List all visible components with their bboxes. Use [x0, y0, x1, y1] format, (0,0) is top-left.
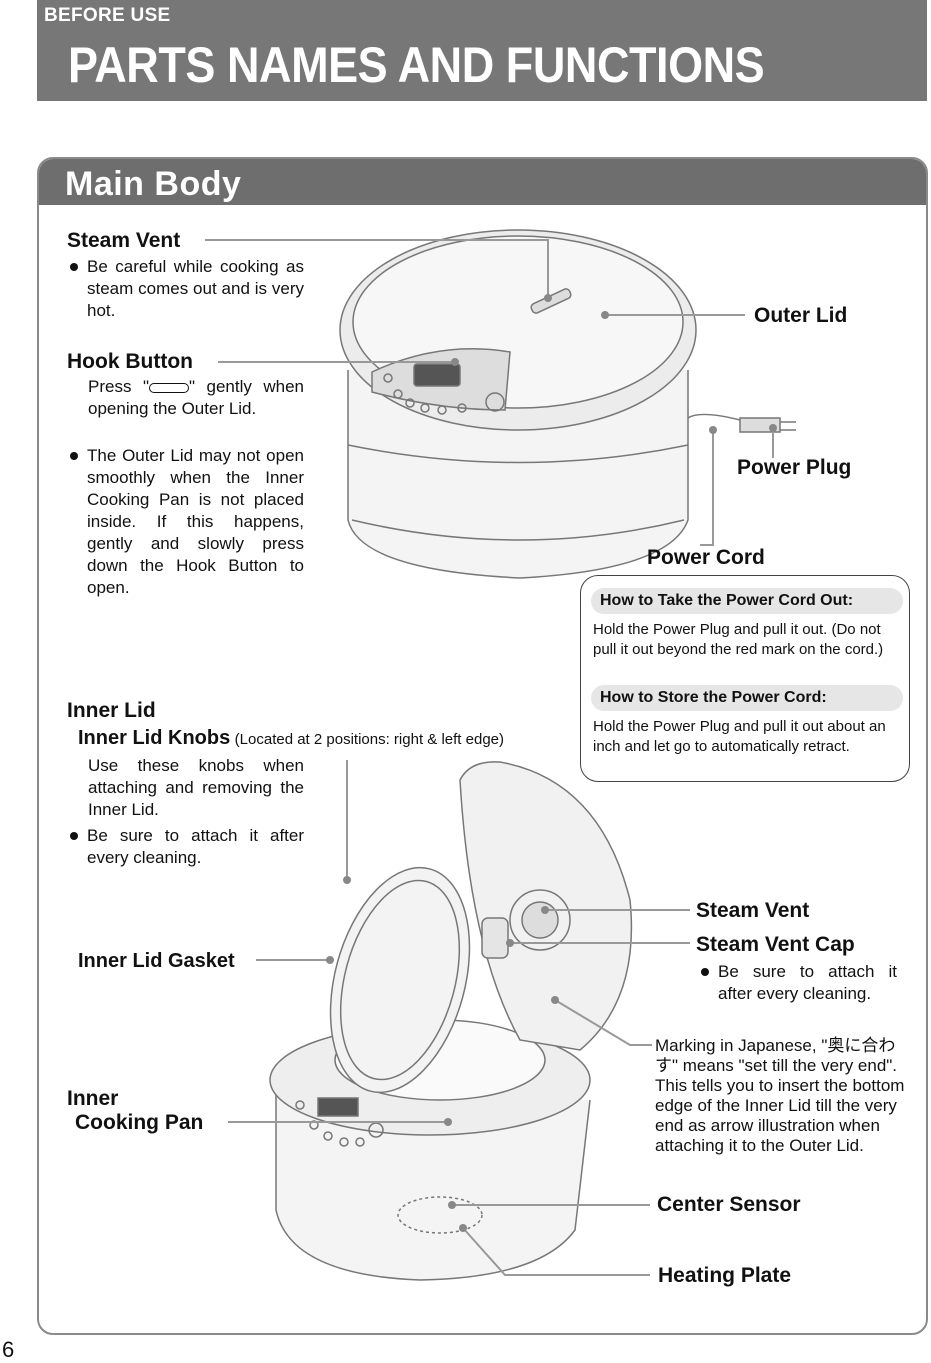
- steam-vent-lower-label: Steam Vent: [696, 899, 810, 922]
- hook-button-label: Hook Button: [67, 350, 193, 373]
- marking-note: Marking in Japanese, "奥に合わす" means "set …: [655, 1036, 905, 1155]
- take-out-text: Hold the Power Plug and pull it out. (Do…: [593, 621, 884, 658]
- store-text: Hold the Power Plug and pull it out abou…: [593, 718, 886, 755]
- inner-lid-knobs-desc: Use these knobs when attaching and remov…: [88, 756, 304, 819]
- page-number: 6: [2, 1337, 15, 1362]
- power-cord-label: Power Cord: [647, 546, 765, 569]
- main-body-panel: Main Body: [37, 157, 928, 1335]
- power-plug-label: Power Plug: [737, 456, 852, 479]
- outer-lid-label: Outer Lid: [754, 304, 848, 327]
- panel-title-bar: [39, 159, 926, 205]
- section-label: BEFORE USE: [44, 5, 171, 26]
- take-out-heading: How to Take the Power Cord Out:: [591, 588, 903, 614]
- store-heading: How to Store the Power Cord:: [591, 685, 903, 711]
- inner-lid-knobs-bullet: Be sure to attach it after every cleanin…: [70, 825, 304, 869]
- bullet-icon: [70, 263, 78, 271]
- hook-button-icon: [148, 382, 189, 393]
- steam-vent-note: Be careful while cooking as steam comes …: [70, 256, 304, 322]
- inner-lid-knobs-heading: Inner Lid Knobs (Located at 2 positions:…: [78, 727, 504, 750]
- steam-vent-cap-label: Steam Vent Cap: [696, 933, 855, 956]
- center-sensor-label: Center Sensor: [657, 1193, 801, 1216]
- inner-cooking-pan-label-line2: Cooking Pan: [75, 1111, 204, 1134]
- header-banner: [37, 0, 927, 101]
- bullet-icon: [701, 968, 709, 976]
- hook-button-bullet: The Outer Lid may not open smoothly when…: [70, 445, 304, 599]
- hook-button-note: Press "" gently when opening the Outer L…: [88, 377, 304, 418]
- inner-lid-knobs-location-note: (Located at 2 positions: right & left ed…: [234, 731, 504, 748]
- inner-cooking-pan-label-line1: Inner: [67, 1087, 119, 1110]
- panel-title: Main Body: [65, 165, 242, 203]
- steam-vent-label: Steam Vent: [67, 229, 181, 252]
- page-title: PARTS NAMES AND FUNCTIONS: [68, 37, 765, 93]
- inner-lid-label: Inner Lid: [67, 699, 156, 722]
- bullet-icon: [70, 832, 78, 840]
- steam-vent-cap-bullet: Be sure to attach it after every cleanin…: [701, 961, 897, 1005]
- bullet-icon: [70, 452, 78, 460]
- power-cord-instructions-box: How to Take the Power Cord Out: Hold the…: [580, 575, 910, 782]
- heating-plate-label: Heating Plate: [658, 1264, 792, 1287]
- inner-lid-gasket-label: Inner Lid Gasket: [78, 950, 235, 972]
- inner-lid-knobs-label: Inner Lid Knobs: [78, 727, 231, 749]
